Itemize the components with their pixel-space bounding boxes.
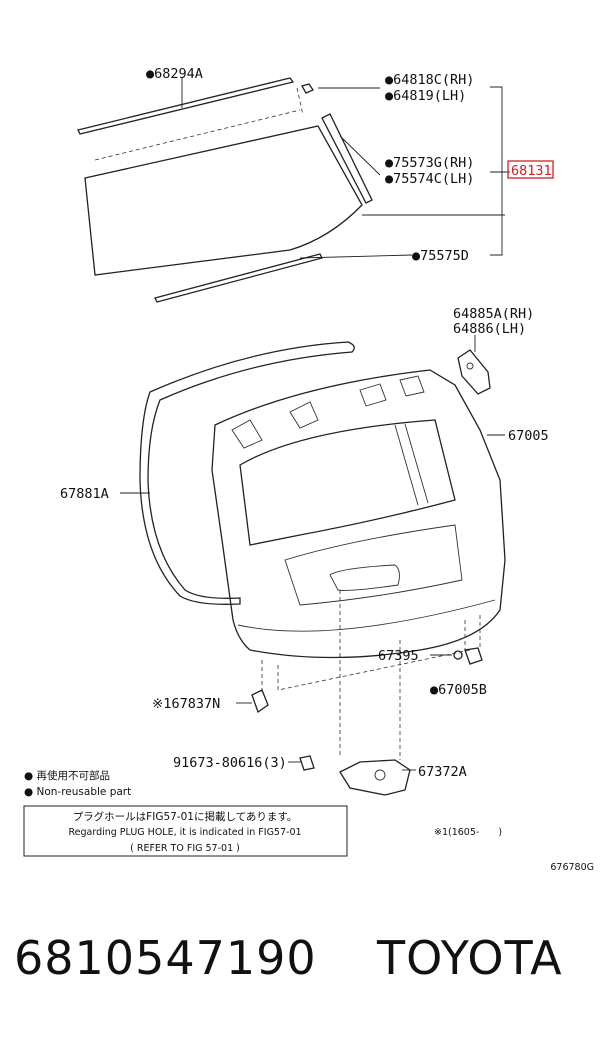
label-75574C: ●75574C(LH)	[385, 171, 474, 187]
parts-diagram: ●68294A ●64818C(RH) ●64819(LH) ●75573G(R…	[23, 66, 594, 873]
upper-molding-strip	[77, 77, 295, 135]
label-91673: 91673-80616(3)	[173, 755, 287, 771]
legend-jp: ● 再使用不可部品	[24, 769, 110, 782]
notice-box	[23, 805, 348, 857]
guide-lines	[261, 590, 481, 760]
label-64886: 64886(LH)	[453, 321, 526, 337]
part-number: 6810547190	[14, 931, 317, 985]
label-67372A: 67372A	[418, 764, 467, 780]
highlight-box	[507, 160, 554, 179]
door-leaders	[120, 434, 505, 771]
cushion-67005B	[464, 647, 483, 665]
figure-code: 676780G	[550, 862, 594, 873]
label-67005: 67005	[508, 428, 549, 444]
notice-line-2: Regarding PLUG HOLE, it is indicated in …	[68, 827, 301, 838]
label-64885A: 64885A(RH)	[453, 306, 534, 322]
hinge-part	[457, 335, 491, 395]
brand-name: TOYOTA	[377, 931, 563, 985]
grommet	[453, 650, 463, 660]
label-68131[interactable]: 68131	[511, 163, 552, 179]
back-window-glass	[84, 125, 363, 276]
notice-line-3: ( REFER TO FIG 57-01 )	[130, 843, 240, 854]
label-67395: 67395	[378, 648, 419, 664]
label-75575D: ●75575D	[412, 248, 469, 264]
glass-assembly	[77, 77, 373, 303]
small-parts	[251, 647, 483, 796]
label-68294A: ●68294A	[146, 66, 203, 82]
label-67837N: ※167837N	[152, 696, 220, 712]
footnote: ※1(1605- )	[434, 827, 502, 838]
upper-leaders	[181, 78, 510, 259]
lower-molding-strip	[154, 253, 323, 303]
screw	[299, 755, 315, 771]
legend-en: ● Non-reusable part	[24, 786, 131, 798]
back-door-panel	[211, 369, 506, 659]
label-67005B: ●67005B	[430, 682, 487, 698]
lock-assembly-67372A	[339, 759, 411, 796]
label-64818C: ●64818C(RH)	[385, 72, 474, 88]
label-64819: ●64819(LH)	[385, 88, 466, 104]
side-molding	[321, 113, 373, 204]
notice-line-1: プラグホールはFIG57-01に掲載してあります。	[73, 810, 298, 823]
clip-67837N	[251, 689, 269, 714]
label-67881A: 67881A	[60, 486, 109, 502]
label-75573G: ●75573G(RH)	[385, 155, 474, 171]
weatherstrip	[139, 341, 355, 605]
molding-clip	[301, 83, 314, 94]
